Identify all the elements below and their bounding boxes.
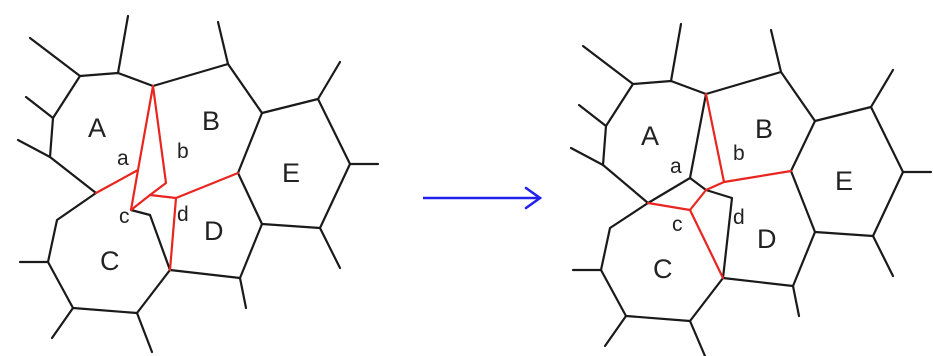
right-edge-label-c: c: [672, 213, 683, 236]
right-cell-label-e: E: [835, 166, 853, 196]
left-black-edges: [16, 14, 380, 354]
right-cell-label-d: D: [757, 224, 777, 254]
left-edge-label-a: a: [117, 147, 129, 170]
right-cell-label-a: A: [641, 121, 659, 151]
right-cell-label-c: C: [653, 254, 673, 284]
right-red-edges: [646, 92, 793, 280]
right-panel: A B C D E a b c d: [569, 22, 933, 356]
right-edge-label-a: a: [670, 155, 682, 178]
left-cell-label-e: E: [282, 158, 300, 188]
right-arrow-icon: [423, 186, 543, 210]
left-cell-label-c: C: [100, 246, 120, 276]
left-edge-label-b: b: [177, 140, 189, 163]
left-cell-label-a: A: [88, 113, 106, 143]
right-edge-label-b: b: [733, 142, 745, 165]
right-edge-label-d: d: [733, 206, 745, 229]
left-cell-label-b: B: [202, 106, 220, 136]
left-red-edges: [94, 84, 240, 272]
left-edge-label-d: d: [177, 203, 189, 226]
right-cell-label-b: B: [755, 114, 773, 144]
left-edge-label-c: c: [119, 205, 130, 228]
left-cell-label-d: D: [204, 216, 224, 246]
right-black-edges: [569, 22, 933, 356]
left-panel: A B C D E a b c d: [16, 14, 380, 354]
